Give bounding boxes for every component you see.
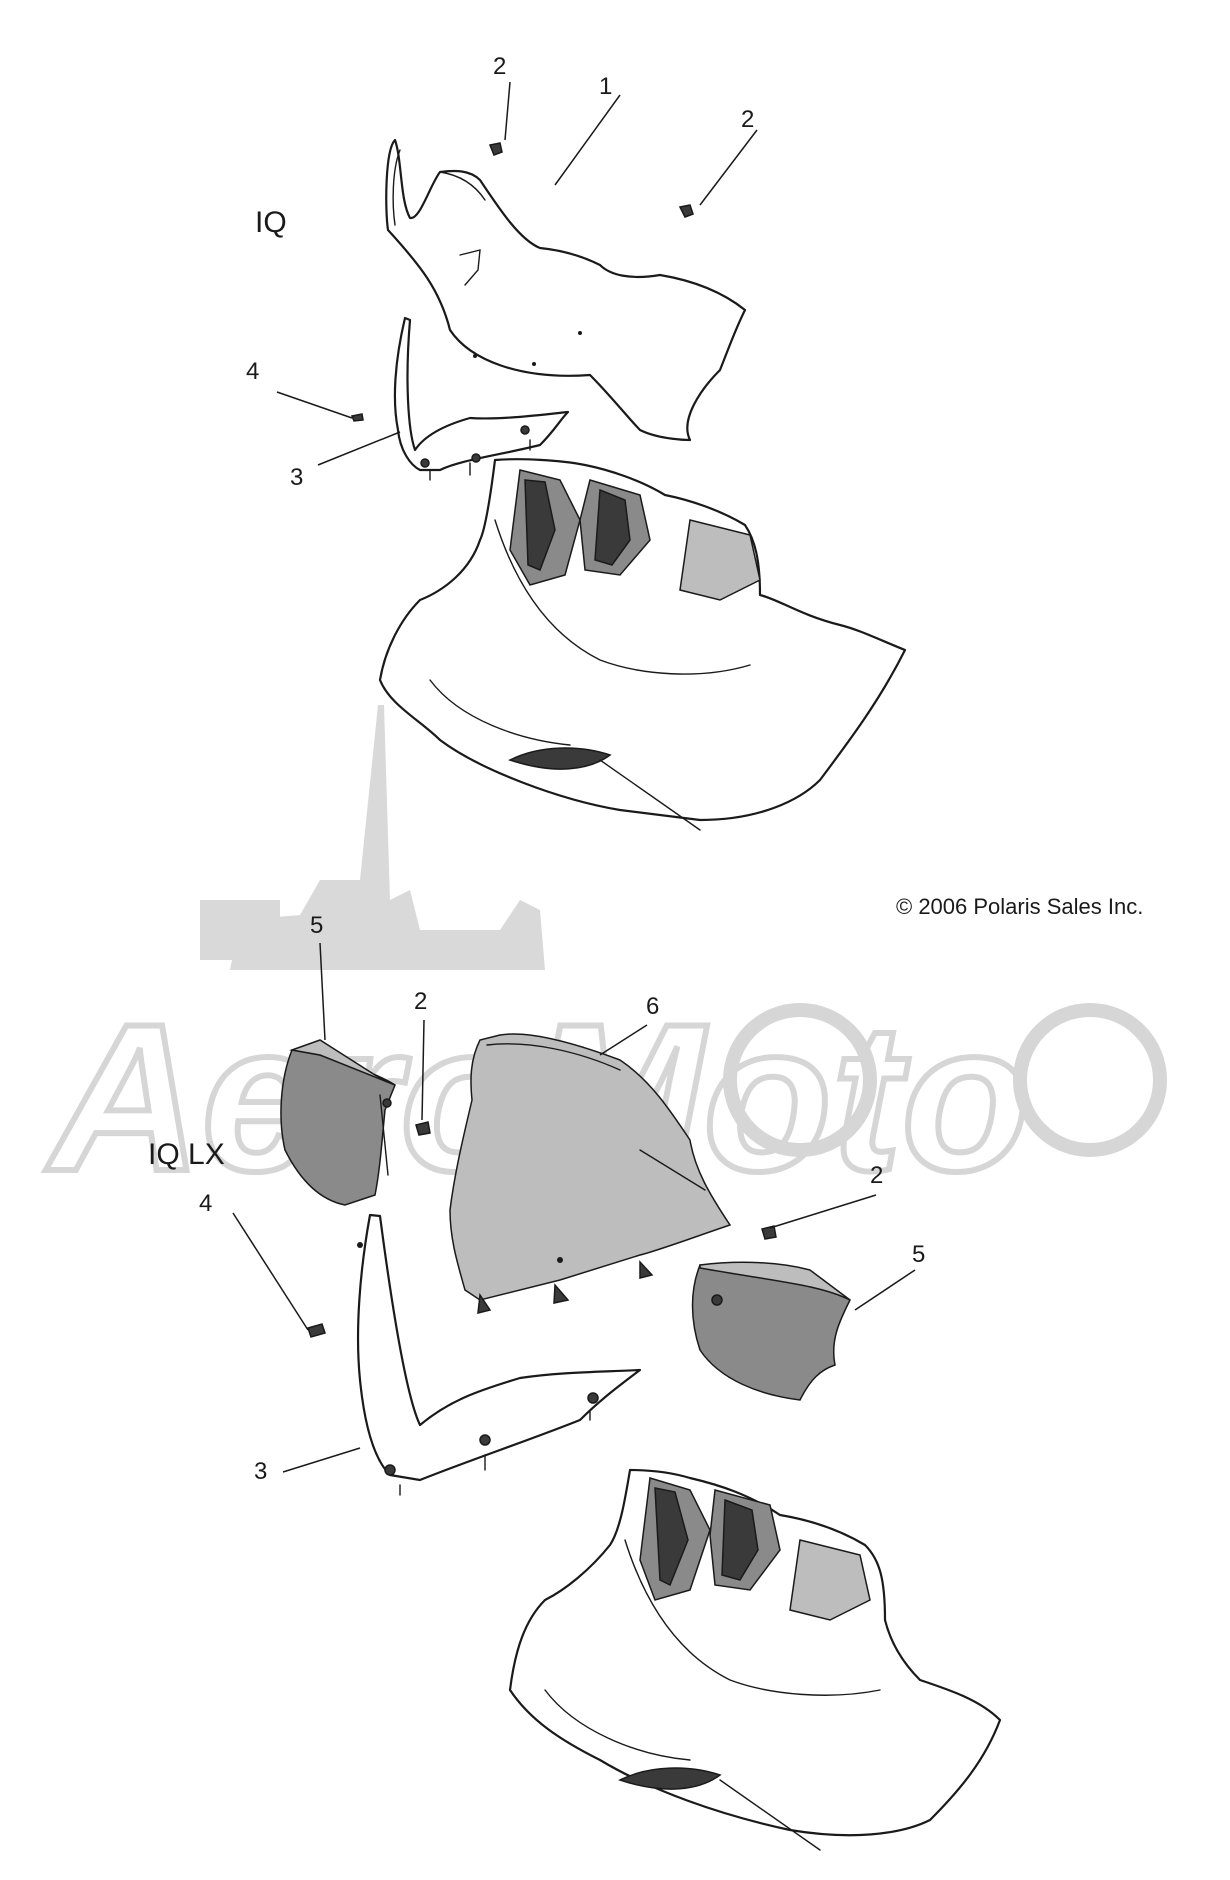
callout-label: 5 xyxy=(912,1241,926,1268)
callout-label: 6 xyxy=(646,993,660,1020)
windshield-part-6 xyxy=(449,1033,732,1314)
callout-label: 2 xyxy=(870,1162,884,1189)
hood-assembly-top xyxy=(378,458,907,831)
leader-lines-bottom xyxy=(232,942,916,1473)
callout-label: 3 xyxy=(254,1458,268,1485)
leader-lines-top xyxy=(276,81,758,466)
callout-label: 5 xyxy=(310,912,324,939)
molding-part-3-bottom xyxy=(356,1213,642,1496)
side-deflector-part-5-left xyxy=(280,1039,396,1206)
copyright-text: © 2006 Polaris Sales Inc. xyxy=(896,894,1144,919)
screw-part-4 xyxy=(307,1323,326,1338)
side-deflector-part-5-right xyxy=(691,1261,851,1401)
section-label-iq-lx: IQ LX xyxy=(148,1138,225,1171)
screw-part-2 xyxy=(415,1121,431,1136)
callout-label: 3 xyxy=(290,464,304,491)
callout-label: 2 xyxy=(414,988,428,1015)
callout-label: 4 xyxy=(246,358,260,385)
molding-part-3 xyxy=(393,316,570,481)
callout-label: 2 xyxy=(741,106,755,133)
screw-part-2 xyxy=(761,1225,777,1240)
windshield-part-1 xyxy=(385,138,747,442)
hood-assembly-bottom xyxy=(508,1468,1002,1851)
callout-label: 2 xyxy=(493,53,507,80)
callout-label: 1 xyxy=(599,73,613,100)
screw-part-4 xyxy=(350,413,364,422)
section-label-iq: IQ xyxy=(255,206,287,239)
callout-label: 4 xyxy=(199,1190,213,1217)
screw-part-2 xyxy=(488,142,694,218)
